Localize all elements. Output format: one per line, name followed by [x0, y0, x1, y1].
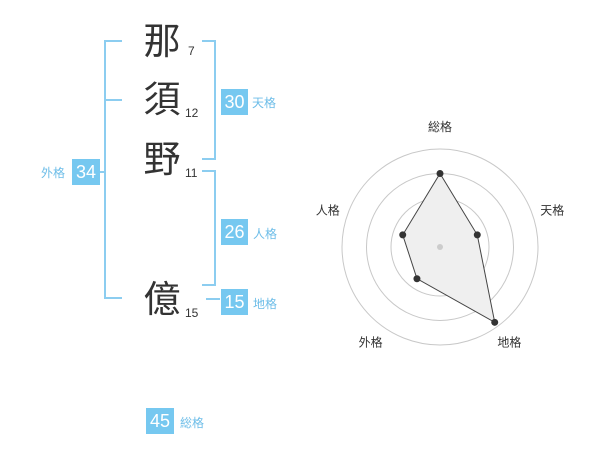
tenkaku-bracket-top — [202, 40, 216, 42]
soukaku-label: 総格 — [180, 416, 205, 430]
stroke-count-1: 7 — [188, 44, 195, 58]
gaikaku-bracket-bottom — [104, 297, 122, 299]
radar-axis-label-2: 天格 — [540, 203, 564, 218]
radar-point-4 — [413, 275, 421, 283]
stroke-count-2: 12 — [185, 106, 199, 120]
radar-point-3 — [491, 318, 499, 326]
chikaku-connector — [206, 298, 220, 300]
tenkaku-value-box: 30 — [221, 89, 248, 115]
gaikaku-bracket-mid — [104, 99, 122, 101]
radar-axis-label-1: 総格 — [428, 119, 452, 134]
name-char-4: 億 — [143, 278, 181, 321]
gaikaku-value-box: 34 — [72, 159, 100, 185]
radar-point-2 — [473, 231, 481, 239]
radar-axis-label-5: 人格 — [316, 203, 340, 218]
gaikaku-bracket-top — [104, 40, 122, 42]
tenkaku-bracket-bottom — [202, 158, 216, 160]
radar-center-dot — [437, 244, 443, 250]
radar-grid-ring — [341, 148, 539, 346]
gaikaku-bracket-vertical — [104, 40, 106, 299]
jinkaku-bracket-top — [202, 170, 216, 172]
stroke-count-4: 15 — [185, 306, 199, 320]
soukaku-value-box: 45 — [146, 408, 174, 434]
chikaku-value-box: 15 — [221, 289, 248, 315]
chikaku-label: 地格 — [253, 297, 278, 311]
tenkaku-label: 天格 — [252, 96, 277, 110]
radar-point-1 — [436, 170, 444, 177]
radar-axis-label-3: 地格 — [497, 334, 521, 349]
name-char-1: 那 — [143, 20, 181, 63]
name-char-3: 野 — [143, 138, 181, 181]
radar-point-5 — [399, 231, 407, 239]
gaikaku-bracket-tick — [100, 171, 104, 173]
radar-axis-label-4: 外格 — [359, 334, 383, 349]
jinkaku-value-box: 26 — [221, 219, 248, 245]
name-char-2: 須 — [143, 78, 181, 121]
jinkaku-bracket-bottom — [202, 284, 216, 286]
stroke-count-3: 11 — [185, 166, 198, 180]
jinkaku-bracket-vertical — [214, 170, 216, 286]
jinkaku-label: 人格 — [253, 227, 278, 241]
gaikaku-label: 外格 — [41, 166, 66, 180]
tenkaku-bracket-vertical — [214, 40, 216, 160]
radar-area — [402, 172, 496, 324]
